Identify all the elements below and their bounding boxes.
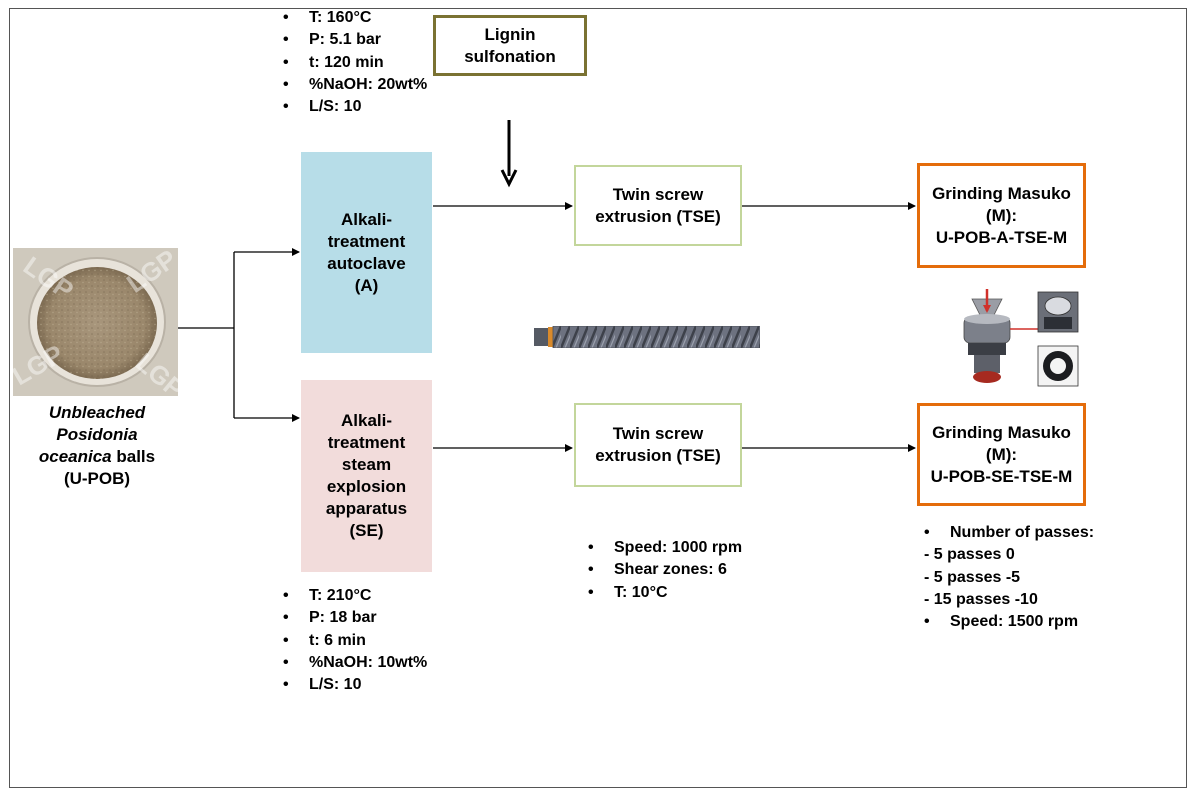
param-row: •Shear zones: 6 xyxy=(588,561,727,579)
param-row: •L/S: 10 xyxy=(283,98,362,116)
alkali-autoclave-params: •T: 160°C •P: 5.1 bar •t: 120 min •%NaOH… xyxy=(283,7,427,118)
grinding-masuko-box-bottom: Grinding Masuko (M): U-POB-SE-TSE-M xyxy=(917,403,1086,506)
alkali-steam-explosion-box: Alkali- treatment steam explosion appara… xyxy=(301,380,432,572)
split-connector xyxy=(178,248,300,422)
param-row: •P: 5.1 bar xyxy=(283,31,382,49)
param-row: •Speed: 1500 rpm xyxy=(924,613,1079,631)
lignin-down-arrow xyxy=(500,120,518,188)
twin-screw-illustration xyxy=(534,326,760,348)
param-row: •T: 160°C xyxy=(283,9,372,26)
steam-explosion-params: •T: 210°C •P: 18 bar •t: 6 min •%NaOH: 1… xyxy=(283,585,427,696)
grinding-params: •Number of passes: - 5 passes 0 - 5 pass… xyxy=(924,522,1094,633)
param-row: •t: 120 min xyxy=(283,53,384,71)
posidonia-balls-photo: LGP LGP LGP LGP xyxy=(13,248,178,396)
twin-screw-extrusion-box-top: Twin screw extrusion (TSE) xyxy=(574,165,742,246)
param-row: •T: 210°C xyxy=(283,587,372,604)
param-row: •P: 18 bar xyxy=(283,609,377,627)
param-row: •L/S: 10 xyxy=(283,676,362,694)
masuko-grinder-illustration xyxy=(952,289,1084,389)
grinding-masuko-box-top: Grinding Masuko (M): U-POB-A-TSE-M xyxy=(917,163,1086,268)
twin-screw-extrusion-box-bottom: Twin screw extrusion (TSE) xyxy=(574,403,742,487)
param-row: •T: 10°C xyxy=(588,583,668,601)
photo-caption: Unbleached Posidonia oceanica balls (U-P… xyxy=(38,403,156,488)
lignin-sulfonation-box: Lignin sulfonation xyxy=(433,15,587,76)
param-row: •t: 6 min xyxy=(283,631,366,649)
param-row: •%NaOH: 10wt% xyxy=(283,653,428,671)
param-row: •Speed: 1000 rpm xyxy=(588,539,743,556)
param-row: •%NaOH: 20wt% xyxy=(283,75,428,93)
pass-row: - 15 passes -10 xyxy=(924,590,1038,608)
pass-row: - 5 passes 0 xyxy=(924,546,1015,564)
pass-row: - 5 passes -5 xyxy=(924,568,1021,586)
extrusion-params: •Speed: 1000 rpm •Shear zones: 6 •T: 10°… xyxy=(588,537,742,604)
flow-connectors xyxy=(178,120,916,452)
alkali-autoclave-box: Alkali- treatment autoclave (A) xyxy=(301,152,432,353)
param-row: •Number of passes: xyxy=(924,524,1095,541)
